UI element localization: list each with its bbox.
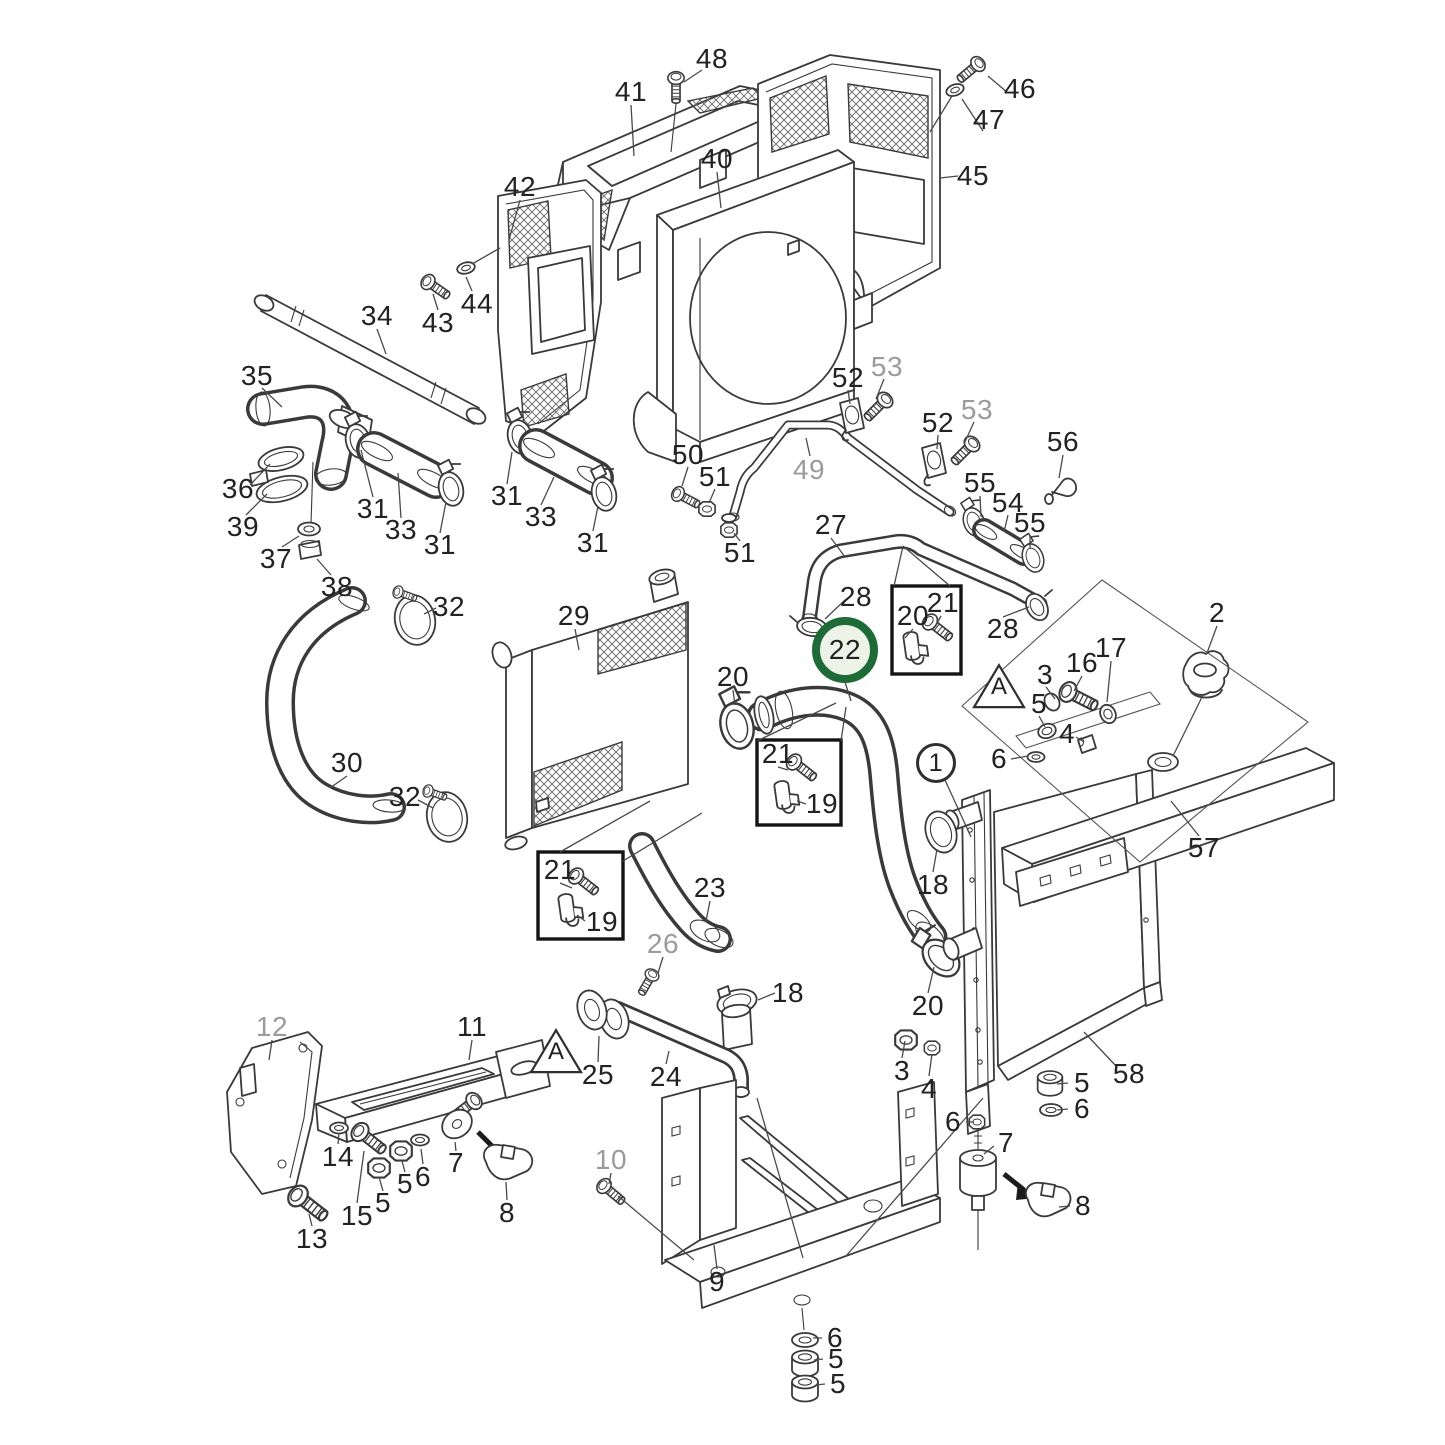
clip-8-left [483, 1143, 534, 1181]
washer-6-left [410, 1133, 430, 1147]
part-bracket-9 [661, 1079, 941, 1309]
plug-4-upper [1077, 734, 1097, 754]
sender-16 [1043, 678, 1103, 717]
washer-14 [329, 1121, 349, 1135]
clip-8-right [1025, 1181, 1072, 1218]
nut-4-bottom [923, 1040, 941, 1056]
leader-lines [245, 69, 1218, 1386]
clamp-32-upper [390, 583, 437, 646]
pipe-24-group [576, 989, 753, 1097]
pin-56 [1044, 477, 1078, 505]
clamp-28-left [789, 615, 828, 638]
washer-6-upper [1026, 751, 1046, 763]
bolt-10 [593, 1174, 630, 1210]
ring-5-upper [1037, 722, 1057, 740]
nut-stack-bottom [791, 1307, 819, 1403]
washer-38 [297, 521, 321, 537]
bolt-43 [417, 270, 455, 304]
clamp-39 [249, 469, 309, 504]
plug-37 [298, 539, 322, 560]
part-intercooler-29 [491, 568, 689, 851]
bolt-53-right [946, 432, 984, 470]
nut-5-b [389, 1140, 413, 1162]
nut-51-lower [720, 513, 738, 539]
detail-box-21-19-a [755, 738, 843, 827]
washer-6-right [1039, 1103, 1063, 1117]
detail-box-21-19-b [536, 850, 625, 941]
part-pipe-34 [253, 294, 487, 425]
bolt-26 [633, 965, 662, 999]
hose-30 [280, 592, 405, 813]
part-bracket-plate-12 [226, 1031, 323, 1195]
washer-47 [943, 80, 967, 100]
part-bracket-arm-11 [315, 1039, 551, 1143]
hose-23 [642, 846, 734, 952]
radiator-cap-2 [1182, 650, 1230, 699]
clamp-52-right [921, 442, 947, 487]
nut-5-a [367, 1157, 391, 1179]
clamp-32-lower [420, 782, 469, 843]
part-radiator-assembly [924, 747, 1335, 1135]
part-side-panel-42 [497, 179, 602, 435]
hose-clamp-group-31-33 [338, 404, 624, 515]
clamp-28-right [1025, 589, 1053, 622]
clamp-52-left [839, 397, 865, 442]
bolt-13 [283, 1180, 334, 1228]
hose-22-lower-radiator [751, 690, 949, 953]
bolt-48 [667, 70, 685, 153]
nut-3-bottom [894, 1029, 918, 1051]
detail-box-20-21 [890, 584, 963, 676]
hose-54-group [955, 493, 1051, 576]
fitting-50 [668, 483, 704, 513]
washer-17 [1099, 703, 1117, 725]
bolt-46 [952, 52, 989, 88]
part-fan-shroud-40 [632, 149, 873, 463]
nut-51-upper [698, 500, 716, 518]
mount-7-left [441, 1088, 486, 1140]
mount-7-right [959, 1114, 997, 1250]
